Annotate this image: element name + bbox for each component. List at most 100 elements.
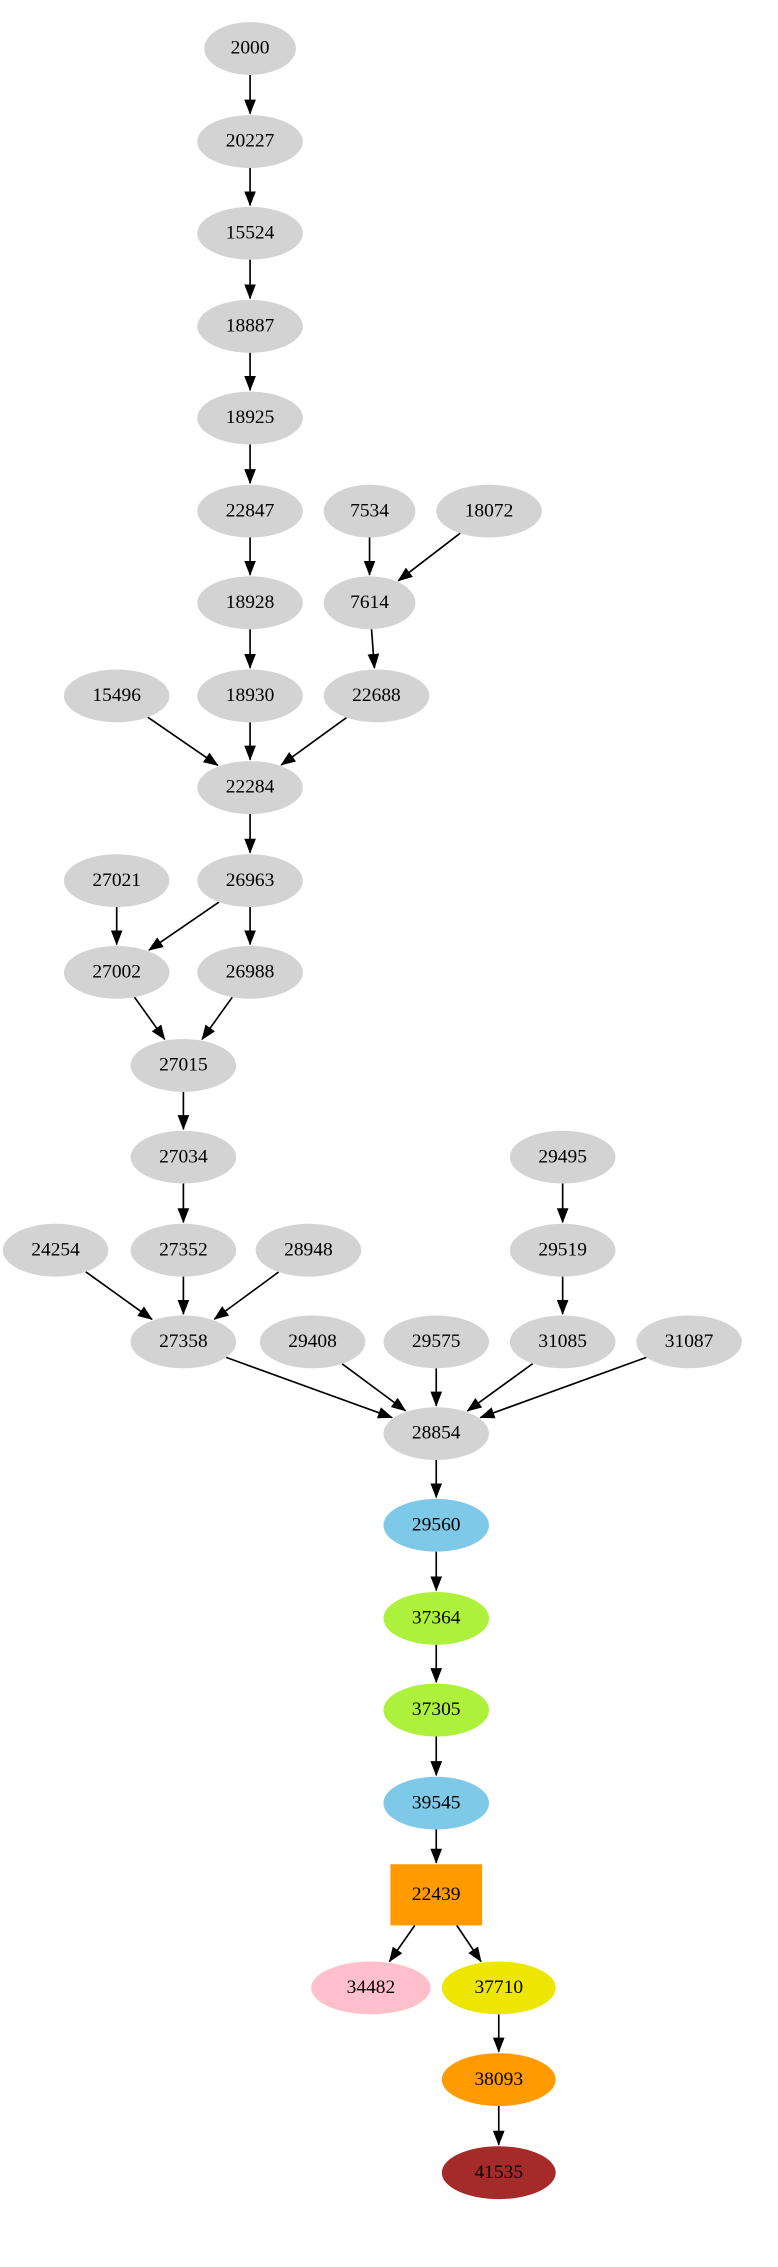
node-ellipse-shape[interactable] xyxy=(509,1130,616,1184)
node-ellipse-shape[interactable] xyxy=(197,854,303,908)
node-label: 28948 xyxy=(284,1239,333,1260)
node-label: 29575 xyxy=(412,1331,461,1352)
graph-node[interactable]: 18072 xyxy=(436,484,542,538)
graph-node[interactable]: 2000 xyxy=(204,22,296,75)
graph-node[interactable]: 15524 xyxy=(197,206,303,260)
node-label: 24254 xyxy=(31,1239,80,1260)
node-ellipse-shape[interactable] xyxy=(636,1315,742,1369)
graph-node[interactable]: 31085 xyxy=(509,1315,616,1369)
graph-node[interactable]: 18887 xyxy=(197,299,303,353)
node-ellipse-shape[interactable] xyxy=(197,669,303,723)
node-ellipse-shape[interactable] xyxy=(323,484,416,538)
node-ellipse-shape[interactable] xyxy=(197,391,303,445)
graph-node[interactable]: 7614 xyxy=(323,576,416,630)
graph-node[interactable]: 18930 xyxy=(197,669,303,723)
node-label: 37364 xyxy=(412,1608,461,1629)
graph-node[interactable]: 31087 xyxy=(636,1315,742,1369)
node-label: 27002 xyxy=(92,962,141,983)
node-ellipse-shape[interactable] xyxy=(311,1961,431,2015)
graph-node[interactable]: 29408 xyxy=(259,1315,366,1369)
graph-node[interactable]: 27358 xyxy=(130,1315,237,1369)
node-ellipse-shape[interactable] xyxy=(197,484,303,538)
node-ellipse-shape[interactable] xyxy=(130,1315,237,1369)
node-ellipse-shape[interactable] xyxy=(441,1961,556,2015)
graph-edge xyxy=(280,716,348,766)
graph-node[interactable]: 41535 xyxy=(441,2146,556,2200)
node-box-shape[interactable] xyxy=(390,1864,483,1926)
graph-edge xyxy=(466,1362,534,1412)
node-ellipse-shape[interactable] xyxy=(130,1039,237,1092)
graph-edge xyxy=(201,996,233,1041)
graph-node[interactable]: 27015 xyxy=(130,1039,237,1092)
graph-node[interactable]: 22688 xyxy=(323,669,430,723)
graph-node[interactable]: 34482 xyxy=(311,1961,431,2015)
node-ellipse-shape[interactable] xyxy=(63,669,170,723)
node-ellipse-shape[interactable] xyxy=(197,576,303,630)
graph-edge xyxy=(148,901,220,951)
graph-node[interactable]: 18925 xyxy=(197,391,303,445)
node-ellipse-shape[interactable] xyxy=(259,1315,366,1369)
node-ellipse-shape[interactable] xyxy=(197,299,303,353)
node-label: 26988 xyxy=(226,962,275,983)
node-ellipse-shape[interactable] xyxy=(197,761,303,814)
graph-node[interactable]: 29495 xyxy=(509,1130,616,1184)
node-ellipse-shape[interactable] xyxy=(436,484,542,538)
graph-node[interactable]: 24254 xyxy=(2,1223,109,1277)
graph-node[interactable]: 27002 xyxy=(63,945,170,999)
node-ellipse-shape[interactable] xyxy=(197,206,303,260)
node-label: 39545 xyxy=(412,1792,461,1813)
graph-node[interactable]: 27352 xyxy=(130,1223,237,1277)
node-ellipse-shape[interactable] xyxy=(383,1407,490,1460)
graph-node[interactable]: 27034 xyxy=(130,1130,237,1184)
graph-node[interactable]: 20227 xyxy=(197,115,303,168)
graph-node[interactable]: 37710 xyxy=(441,1961,556,2015)
node-ellipse-shape[interactable] xyxy=(383,1591,490,1645)
graph-node[interactable]: 29519 xyxy=(509,1223,616,1277)
graph-node[interactable]: 29575 xyxy=(383,1315,490,1369)
node-ellipse-shape[interactable] xyxy=(63,854,170,908)
graph-node[interactable]: 26988 xyxy=(197,945,303,999)
node-ellipse-shape[interactable] xyxy=(323,669,430,723)
node-label: 18928 xyxy=(226,592,275,613)
graph-node[interactable]: 15496 xyxy=(63,669,170,723)
node-label: 18072 xyxy=(465,500,514,521)
node-ellipse-shape[interactable] xyxy=(204,22,296,75)
graph-node[interactable]: 37305 xyxy=(383,1683,490,1737)
graph-node[interactable]: 27021 xyxy=(63,854,170,908)
graph-node[interactable]: 18928 xyxy=(197,576,303,630)
node-ellipse-shape[interactable] xyxy=(130,1223,237,1277)
node-ellipse-shape[interactable] xyxy=(441,2053,556,2106)
node-ellipse-shape[interactable] xyxy=(509,1315,616,1369)
graph-node[interactable]: 28948 xyxy=(255,1223,362,1277)
node-label: 38093 xyxy=(474,2069,523,2090)
node-ellipse-shape[interactable] xyxy=(441,2146,556,2200)
node-ellipse-shape[interactable] xyxy=(197,945,303,999)
graph-node[interactable]: 22284 xyxy=(197,761,303,814)
node-ellipse-shape[interactable] xyxy=(509,1223,616,1277)
node-ellipse-shape[interactable] xyxy=(2,1223,109,1277)
graph-node[interactable]: 39545 xyxy=(383,1776,490,1830)
graph-node[interactable]: 26963 xyxy=(197,854,303,908)
node-ellipse-shape[interactable] xyxy=(255,1223,362,1277)
node-ellipse-shape[interactable] xyxy=(323,576,416,630)
node-ellipse-shape[interactable] xyxy=(383,1498,490,1552)
graph-node[interactable]: 28854 xyxy=(383,1407,490,1460)
node-ellipse-shape[interactable] xyxy=(63,945,170,999)
node-label: 15496 xyxy=(92,685,141,706)
node-label: 31085 xyxy=(538,1331,587,1352)
graph-node[interactable]: 37364 xyxy=(383,1591,490,1645)
node-ellipse-shape[interactable] xyxy=(197,115,303,168)
graph-node[interactable]: 22439 xyxy=(390,1864,483,1926)
graph-node[interactable]: 22847 xyxy=(197,484,303,538)
node-label: 22284 xyxy=(226,777,275,798)
node-label: 37305 xyxy=(412,1699,461,1720)
node-ellipse-shape[interactable] xyxy=(383,1683,490,1737)
graph-node[interactable]: 29560 xyxy=(383,1498,490,1552)
node-label: 29560 xyxy=(412,1514,461,1535)
node-ellipse-shape[interactable] xyxy=(383,1315,490,1369)
node-ellipse-shape[interactable] xyxy=(130,1130,237,1184)
graph-node[interactable]: 38093 xyxy=(441,2053,556,2106)
node-ellipse-shape[interactable] xyxy=(383,1776,490,1830)
graph-node[interactable]: 7534 xyxy=(323,484,416,538)
